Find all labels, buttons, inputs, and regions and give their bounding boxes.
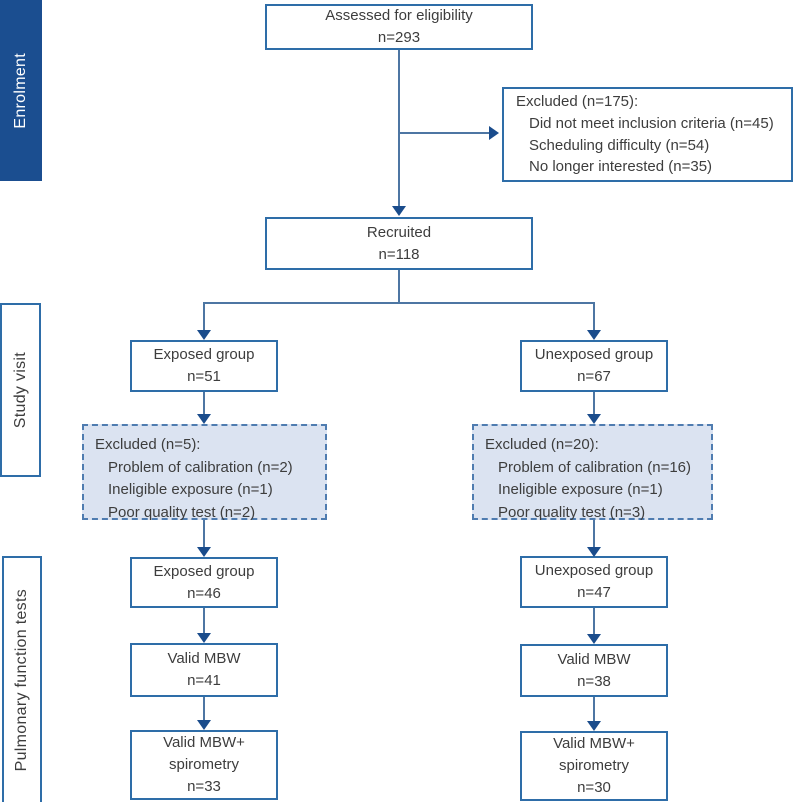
connector-split-left (203, 302, 205, 331)
mbw-spiro-unexposed-line1: Valid MBW+ (553, 735, 635, 753)
box-recruited: Recruited n=118 (265, 217, 533, 270)
box-excluded-unexposed: Excluded (n=20): Problem of calibration … (472, 424, 713, 521)
arrowhead-mbw-unexposed (587, 634, 601, 644)
arrowhead-unexposed-group (587, 330, 601, 340)
box-assessed-count: n=293 (377, 29, 421, 46)
excluded-enrolment-title: Excluded (n=175): (516, 93, 639, 110)
excluded-enrolment-item: Scheduling difficulty (n=54) (529, 136, 710, 154)
connector-unexposed-after-to-mbw (593, 608, 595, 634)
arrowhead-recruited (392, 206, 406, 216)
excluded-enrolment-item: Did not meet inclusion criteria (n=45) (529, 114, 774, 132)
box-exposed-line1: Exposed group (153, 346, 255, 364)
connector-exposed-after-to-mbw (203, 608, 205, 633)
connector-unexposed-to-excluded (593, 392, 595, 414)
box-assessed-line1: Assessed for eligibility (325, 7, 473, 25)
mbw-spiro-exposed-count: n=33 (187, 777, 221, 795)
box-excluded-exposed: Excluded (n=5): Problem of calibration (… (82, 424, 327, 521)
valid-mbw-exposed-count: n=41 (187, 672, 221, 689)
excluded-unexposed-item: Poor quality test (n=3) (498, 503, 646, 521)
box-exposed-after-line1: Exposed group (153, 562, 255, 580)
box-unexposed-after-line1: Unexposed group (534, 562, 654, 580)
valid-mbw-exposed-line1: Valid MBW (167, 650, 241, 668)
mbw-spiro-unexposed-count: n=30 (577, 778, 611, 796)
connector-exposed-to-excluded (203, 392, 205, 414)
connector-mbw-to-spiro-unexposed (593, 697, 595, 721)
stage-label-enrolment: Enrolment (0, 0, 42, 181)
stage-label-pulmonary-function-tests: Pulmonary function tests (2, 556, 42, 802)
arrowhead-spiro-unexposed (587, 721, 601, 731)
excluded-unexposed-item: Problem of calibration (n=16) (498, 458, 692, 476)
box-recruited-count: n=118 (378, 245, 420, 263)
connector-assessed-to-recruited (398, 50, 400, 207)
box-excluded-enrolment: Excluded (n=175): Did not meet inclusion… (502, 87, 793, 182)
arrowhead-mbw-exposed (197, 633, 211, 643)
box-unexposed-group-after: Unexposed group n=47 (520, 556, 668, 608)
connector-excluded-to-exposed-after (203, 520, 205, 547)
arrowhead-exposed-group (197, 330, 211, 340)
connector-recruited-down (398, 270, 400, 303)
excluded-unexposed-title: Excluded (n=20): (485, 436, 599, 453)
connector-mbw-to-spiro-exposed (203, 697, 205, 720)
box-valid-mbw-spirometry-unexposed: Valid MBW+ spirometry n=30 (520, 731, 668, 801)
box-exposed-group-after: Exposed group n=46 (130, 557, 278, 608)
stage-label-pft-text: Pulmonary function tests (13, 588, 30, 772)
mbw-spiro-exposed-line1: Valid MBW+ (163, 734, 245, 752)
connector-excluded-to-unexposed-after (593, 520, 595, 547)
connector-to-excluded-enrolment (399, 132, 489, 134)
connector-split-horizontal (203, 302, 595, 304)
box-exposed-count: n=51 (187, 368, 221, 385)
stage-label-study-visit: Study visit (0, 303, 41, 477)
mbw-spiro-exposed-line2: spirometry (168, 756, 239, 774)
valid-mbw-unexposed-count: n=38 (577, 672, 611, 690)
stage-label-study-visit-text: Study visit (11, 351, 29, 429)
arrowhead-excluded-enrolment (489, 126, 499, 140)
box-unexposed-group: Unexposed group n=67 (520, 340, 668, 392)
box-recruited-line1: Recruited (366, 223, 432, 241)
box-valid-mbw-exposed: Valid MBW n=41 (130, 643, 278, 697)
box-assessed-for-eligibility: Assessed for eligibility n=293 (265, 4, 533, 50)
box-valid-mbw-spirometry-exposed: Valid MBW+ spirometry n=33 (130, 730, 278, 800)
valid-mbw-unexposed-line1: Valid MBW (557, 650, 631, 668)
box-valid-mbw-unexposed: Valid MBW n=38 (520, 644, 668, 697)
arrowhead-excluded-unexposed (587, 414, 601, 424)
excluded-exposed-item: Ineligible exposure (n=1) (108, 481, 273, 498)
excluded-enrolment-item: No longer interested (n=35) (529, 158, 713, 176)
arrowhead-spiro-exposed (197, 720, 211, 730)
excluded-unexposed-item: Ineligible exposure (n=1) (498, 481, 663, 498)
box-unexposed-line1: Unexposed group (534, 346, 654, 364)
box-unexposed-count: n=67 (577, 368, 611, 385)
excluded-exposed-item: Poor quality test (n=2) (108, 503, 256, 521)
excluded-exposed-title: Excluded (n=5): (95, 436, 201, 453)
arrowhead-excluded-exposed (197, 414, 211, 424)
box-exposed-group: Exposed group n=51 (130, 340, 278, 392)
mbw-spiro-unexposed-line2: spirometry (558, 757, 629, 775)
excluded-exposed-item: Problem of calibration (n=2) (108, 458, 293, 476)
box-unexposed-after-count: n=47 (577, 584, 611, 601)
box-exposed-after-count: n=46 (187, 584, 221, 602)
stage-label-enrolment-text: Enrolment (12, 52, 29, 129)
connector-split-right (593, 302, 595, 331)
arrowhead-exposed-after (197, 547, 211, 557)
arrowhead-unexposed-after (587, 547, 601, 557)
